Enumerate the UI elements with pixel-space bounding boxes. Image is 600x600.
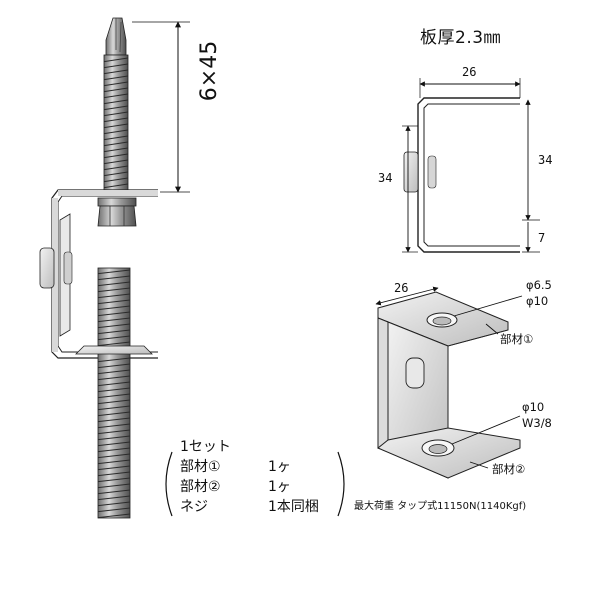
thread-line (103, 165, 129, 171)
thread-line (103, 81, 129, 87)
thread-line (97, 281, 131, 287)
thread-line (97, 369, 131, 375)
set-row-3-name: ネジ (180, 499, 208, 515)
thread-line (97, 317, 131, 323)
top-width-label: 26 (462, 65, 477, 79)
lip-height-label: 7 (538, 231, 546, 245)
thread-line (103, 93, 129, 99)
thread-line (97, 447, 131, 453)
thread-line (97, 483, 131, 489)
thread-line (97, 363, 131, 369)
left-height-label: 34 (378, 171, 393, 185)
bottom-hole-diameter: φ10 (522, 400, 545, 414)
thread-line (103, 129, 129, 135)
screw-threads (103, 57, 129, 189)
thread-line (97, 311, 131, 317)
thread-line (103, 117, 129, 123)
thread-line (103, 105, 129, 111)
thread-line (97, 435, 131, 441)
thread-line (97, 399, 131, 405)
thread-line (103, 177, 129, 183)
flange-nut (75, 345, 153, 355)
screw-dimension-label: 6×45 (197, 40, 222, 102)
thread-line (97, 453, 131, 459)
part1-label: 部材① (500, 332, 534, 346)
thread-line (97, 465, 131, 471)
isometric-bracket (375, 286, 523, 479)
thread-line (103, 147, 129, 153)
set-row-1-qty: 1ヶ (268, 459, 291, 475)
thread-line (97, 405, 131, 411)
thread-line (103, 99, 129, 105)
thread-line (97, 375, 131, 381)
thread-line (97, 489, 131, 495)
thread-line (97, 411, 131, 417)
thread-line (97, 387, 131, 393)
set-row-2-qty: 1ヶ (268, 479, 291, 495)
thread-line (97, 441, 131, 447)
thread-line (97, 429, 131, 435)
thread-line (97, 305, 131, 311)
thread-line (97, 269, 131, 275)
bracket-profile (39, 189, 158, 359)
thread-line (97, 357, 131, 363)
thread-line (97, 393, 131, 399)
side-view-drawing (402, 78, 540, 253)
web-nub (405, 357, 425, 389)
right-height-label: 34 (538, 153, 553, 167)
top-hole-diameter-1: φ6.5 (526, 278, 552, 292)
bracket-nub (39, 247, 55, 289)
screw-drill-tip (105, 17, 127, 56)
thread-line (97, 477, 131, 483)
set-row-3-qty: 1本同梱 (268, 499, 319, 515)
thread-line (97, 335, 131, 341)
thread-line (97, 459, 131, 465)
thread-line (97, 323, 131, 329)
thread-line (97, 507, 131, 513)
set-list-brackets (165, 451, 345, 517)
thread-line (97, 381, 131, 387)
iso-width-label: 26 (394, 281, 409, 295)
threaded-rod (75, 267, 153, 519)
top-hole-diameter-2: φ10 (526, 294, 549, 308)
thread-line (103, 69, 129, 75)
screw-shaft (103, 54, 129, 191)
set-row-1-name: 部材① (180, 459, 221, 475)
thread-line (97, 501, 131, 507)
thread-line (97, 299, 131, 305)
thread-line (103, 111, 129, 117)
thread-line (103, 57, 129, 63)
max-load-label: 最大荷重 タップ式11150N(1140Kgf) (354, 501, 527, 512)
thread-line (97, 329, 131, 335)
bottom-hole-thread: W3/8 (522, 416, 552, 430)
thread-line (97, 513, 131, 519)
screw-length-dimension (132, 21, 190, 193)
thread-line (103, 141, 129, 147)
assembly-drawing (39, 17, 190, 519)
part2-label: 部材② (492, 462, 526, 476)
thread-line (103, 171, 129, 177)
thread-line (103, 75, 129, 81)
thread-line (103, 87, 129, 93)
screw-hex-head (97, 197, 137, 227)
thread-line (103, 183, 129, 189)
thread-line (103, 123, 129, 129)
thread-line (103, 159, 129, 165)
thread-line (103, 153, 129, 159)
thread-line (97, 471, 131, 477)
rod-threads (97, 269, 131, 519)
thread-line (103, 63, 129, 69)
thread-line (97, 287, 131, 293)
thread-line (97, 293, 131, 299)
thread-line (97, 275, 131, 281)
set-row-2-name: 部材② (180, 479, 221, 495)
thread-line (97, 495, 131, 501)
set-heading: 1セット (180, 439, 231, 455)
thread-line (97, 417, 131, 423)
thread-line (97, 341, 131, 347)
plate-thickness-label: 板厚2.3㎜ (420, 28, 502, 48)
thread-line (103, 135, 129, 141)
thread-line (97, 423, 131, 429)
